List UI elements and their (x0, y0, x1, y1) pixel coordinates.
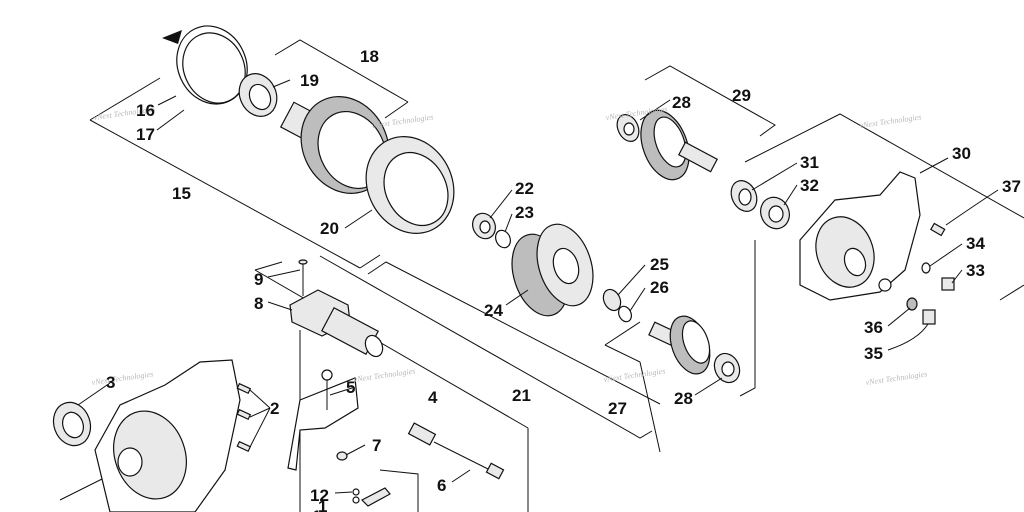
callout-numbers: 1 2 3 4 5 6 7 8 9 11 12 15 16 17 18 19 2… (106, 47, 1021, 512)
callout-12: 12 (310, 486, 329, 505)
callout-28-lower: 28 (674, 389, 693, 408)
plug-35 (922, 309, 936, 325)
callout-30: 30 (952, 144, 971, 163)
dowel-pins-2 (236, 382, 252, 453)
callout-27: 27 (608, 399, 627, 418)
washer-36 (906, 297, 918, 311)
callout-1: 1 (318, 497, 327, 512)
callout-21: 21 (512, 386, 531, 405)
motor-8 (289, 289, 384, 358)
callout-37: 37 (1002, 177, 1021, 196)
seal-3 (52, 401, 92, 447)
lever-12 (352, 487, 391, 507)
bearing-22 (472, 212, 496, 240)
callout-2: 2 (270, 399, 279, 418)
planetary-carrier (511, 223, 594, 317)
sensor-6 (407, 422, 505, 480)
bolt-37 (929, 222, 946, 237)
callout-19: 19 (300, 71, 319, 90)
callout-35: 35 (864, 344, 883, 363)
output-gear-shaft (648, 315, 711, 375)
callout-33: 33 (966, 261, 985, 280)
plug-33 (941, 277, 955, 291)
washer-34 (921, 262, 931, 274)
callout-23: 23 (515, 203, 534, 222)
callout-24: 24 (484, 301, 503, 320)
callout-11: 11 (312, 507, 330, 512)
bearing-32 (760, 196, 790, 230)
callout-4: 4 (428, 388, 438, 407)
callout-5: 5 (346, 378, 355, 397)
gearcase-housing (94, 359, 241, 512)
bearing-28-upper (616, 114, 640, 142)
callout-18: 18 (360, 47, 379, 66)
leader-lines (77, 79, 999, 494)
callout-28-upper: 28 (672, 93, 691, 112)
bearing-28-lower (713, 352, 741, 384)
washer-23 (495, 229, 511, 249)
washer-26 (617, 305, 633, 323)
callout-15: 15 (172, 184, 191, 203)
callout-8: 8 (254, 294, 263, 313)
seal-31 (730, 180, 758, 212)
callout-16: 16 (136, 101, 155, 120)
retaining-ring (162, 25, 248, 105)
callout-7: 7 (372, 436, 381, 455)
callout-3: 3 (106, 373, 115, 392)
callout-34: 34 (966, 234, 985, 253)
callout-20: 20 (320, 219, 339, 238)
callout-31: 31 (800, 153, 819, 172)
callout-36: 36 (864, 318, 883, 337)
callout-9: 9 (254, 270, 263, 289)
callout-26: 26 (650, 278, 669, 297)
callout-25: 25 (650, 255, 669, 274)
callout-17: 17 (136, 125, 155, 144)
gearcase-cover (799, 171, 921, 301)
callout-22: 22 (515, 179, 534, 198)
callout-6: 6 (437, 476, 446, 495)
bearing-19 (238, 73, 278, 117)
screw-7 (336, 451, 348, 461)
callout-32: 32 (800, 176, 819, 195)
clutch-drum (279, 96, 455, 234)
upper-gear-shaft (640, 109, 718, 181)
callout-29: 29 (732, 86, 751, 105)
bracket-4 (287, 369, 359, 471)
screw-9 (298, 259, 308, 296)
washer-25 (602, 288, 622, 312)
